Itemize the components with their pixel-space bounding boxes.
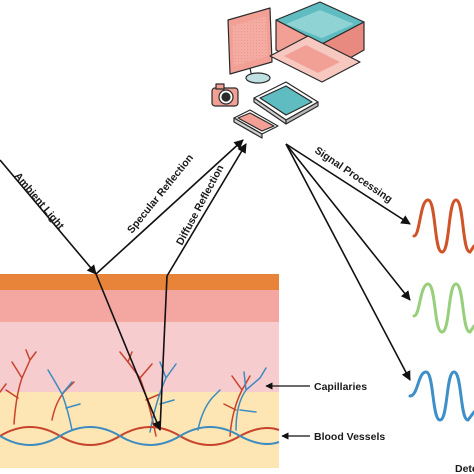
blood-vessels (0, 426, 280, 446)
smartphone-icon (233, 109, 279, 139)
penetrating-ray (95, 273, 162, 431)
epidermis-layer (0, 290, 279, 322)
light-rays (0, 139, 411, 431)
waveform-blue (408, 370, 474, 422)
detection-label: Dete (455, 463, 474, 474)
signal-ray-bottom (285, 143, 411, 381)
diffuse-return-ray (159, 275, 168, 431)
ambient-light-label: Ambient Light (12, 170, 67, 232)
tablet-icon (253, 81, 319, 125)
skin-surface-layer (0, 274, 279, 290)
capillaries-callout: Capillaries (265, 381, 367, 393)
laptop-icon (269, 1, 365, 83)
capillaries-label: Capillaries (314, 381, 367, 393)
devices-cluster (211, 1, 365, 139)
diffuse-reflection-ray (166, 143, 247, 277)
camera-icon (211, 83, 239, 107)
signal-ray-top (285, 143, 411, 225)
ambient-light-ray (0, 159, 97, 275)
output-waveforms (408, 198, 474, 422)
specular-reflection-ray (95, 139, 244, 275)
waveform-red (412, 198, 474, 254)
desktop-monitor-icon (227, 7, 273, 84)
blood-vessels-label: Blood Vessels (314, 431, 385, 443)
vessel-blue (0, 426, 280, 446)
capillaries-blue (47, 361, 267, 433)
signal-processing-label: Signal Processing (312, 145, 394, 206)
waveform-green (412, 282, 474, 334)
skin-cross-section (0, 274, 279, 468)
blood-vessels-callout: Blood Vessels (281, 431, 385, 443)
signal-ray-middle (285, 143, 411, 301)
